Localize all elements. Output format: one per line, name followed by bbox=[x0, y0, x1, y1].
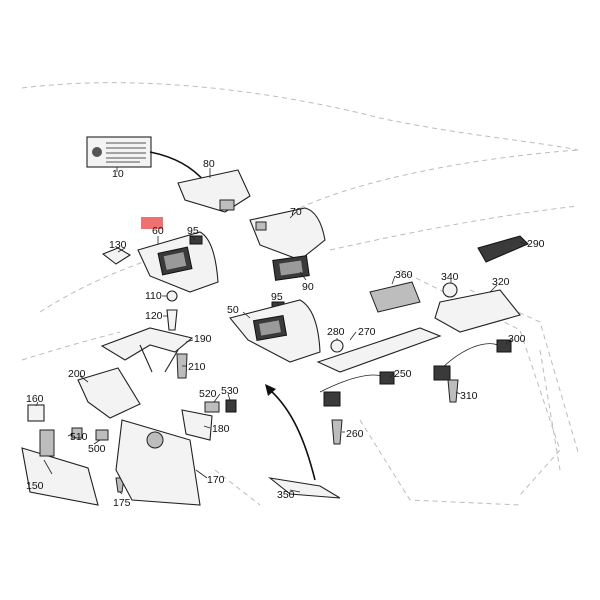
callout-120: 120 bbox=[145, 310, 163, 322]
visor-bracket-part bbox=[101, 247, 132, 265]
callout-130: 130 bbox=[109, 239, 127, 251]
highlight-marker bbox=[141, 217, 163, 229]
screw-part bbox=[166, 309, 178, 331]
callout-50: 50 bbox=[227, 304, 239, 316]
sun-visor-center-part bbox=[229, 299, 321, 363]
callout-320: 320 bbox=[492, 276, 510, 288]
callout-520: 520 bbox=[199, 388, 217, 400]
callout-180: 180 bbox=[212, 423, 230, 435]
vanity-mirror-part bbox=[272, 255, 310, 281]
callout-300: 300 bbox=[508, 333, 526, 345]
callout-60: 60 bbox=[152, 225, 164, 237]
callout-175: 175 bbox=[113, 497, 131, 509]
callout-200: 200 bbox=[68, 368, 86, 380]
callout-labels: 10 80 70 60 95 130 90 110 95 50 120 190 … bbox=[26, 158, 545, 509]
bolt-part bbox=[447, 379, 459, 403]
mount-bracket-part bbox=[181, 409, 213, 441]
callout-510: 510 bbox=[70, 431, 88, 443]
callout-360: 360 bbox=[395, 269, 413, 281]
callout-80: 80 bbox=[203, 158, 215, 170]
leader-lines bbox=[35, 167, 526, 495]
rail-part bbox=[268, 477, 341, 499]
grab-handle-part bbox=[100, 327, 194, 373]
pad-part bbox=[369, 281, 421, 313]
handle-part bbox=[477, 235, 529, 263]
cable-part bbox=[95, 429, 109, 441]
callout-280: 280 bbox=[327, 326, 345, 338]
warning-label-part bbox=[86, 136, 152, 168]
mirror-cover-part bbox=[177, 169, 251, 213]
callout-70: 70 bbox=[290, 206, 302, 218]
console-trim-part bbox=[77, 367, 141, 419]
bracket-part bbox=[27, 404, 45, 422]
bolt-part bbox=[331, 419, 343, 445]
callout-190: 190 bbox=[194, 333, 212, 345]
callout-95b: 95 bbox=[271, 291, 283, 303]
callout-340: 340 bbox=[441, 271, 459, 283]
callout-90: 90 bbox=[302, 281, 314, 293]
nut-part bbox=[442, 282, 458, 298]
callout-250: 250 bbox=[394, 368, 412, 380]
screw-part bbox=[166, 290, 178, 302]
overhead-console-part bbox=[115, 419, 201, 506]
callout-210: 210 bbox=[188, 361, 206, 373]
harness-plug-part bbox=[433, 365, 451, 381]
callout-290: 290 bbox=[527, 238, 545, 250]
console-rail-part bbox=[316, 327, 442, 373]
sun-visor-left-part bbox=[137, 231, 219, 293]
clip-part bbox=[189, 235, 203, 245]
callout-110: 110 bbox=[145, 290, 162, 302]
rear-view-mirror-part bbox=[21, 429, 99, 506]
callout-270: 270 bbox=[358, 326, 376, 338]
callout-160: 160 bbox=[26, 393, 44, 405]
callout-150: 150 bbox=[26, 480, 44, 492]
callout-500: 500 bbox=[88, 443, 106, 455]
callout-170: 170 bbox=[207, 474, 225, 486]
callout-530: 530 bbox=[221, 385, 239, 397]
harness-plug-part bbox=[379, 371, 395, 385]
callout-310: 310 bbox=[460, 390, 478, 402]
sun-visor-right-part bbox=[249, 207, 326, 261]
callout-95a: 95 bbox=[187, 225, 199, 237]
callout-350: 350 bbox=[277, 489, 295, 501]
connector-part bbox=[204, 401, 220, 413]
connector-part bbox=[225, 399, 237, 413]
clip-part bbox=[71, 427, 83, 439]
harness-plug-part bbox=[323, 391, 341, 407]
callout-260: 260 bbox=[346, 428, 364, 440]
callout-10: 10 bbox=[112, 168, 124, 180]
